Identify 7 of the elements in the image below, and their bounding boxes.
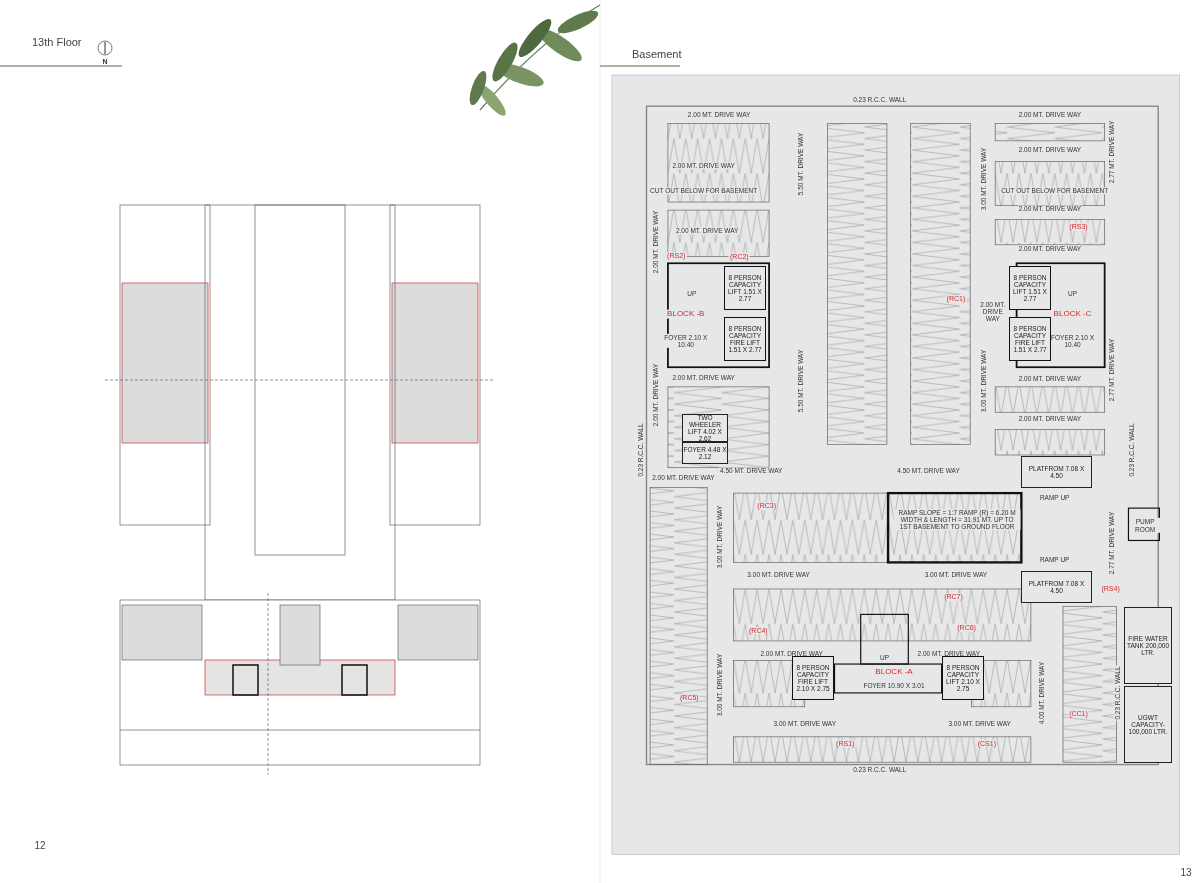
page-number: 13: [1180, 866, 1192, 878]
page-heading: 13th Floor: [32, 35, 82, 49]
page-number: 12: [34, 839, 46, 851]
page-heading: Basement: [632, 47, 682, 61]
block-label: BLOCK -C: [1052, 309, 1093, 319]
block-label: BLOCK -B: [666, 309, 706, 319]
block-label: BLOCK -A: [874, 667, 914, 677]
